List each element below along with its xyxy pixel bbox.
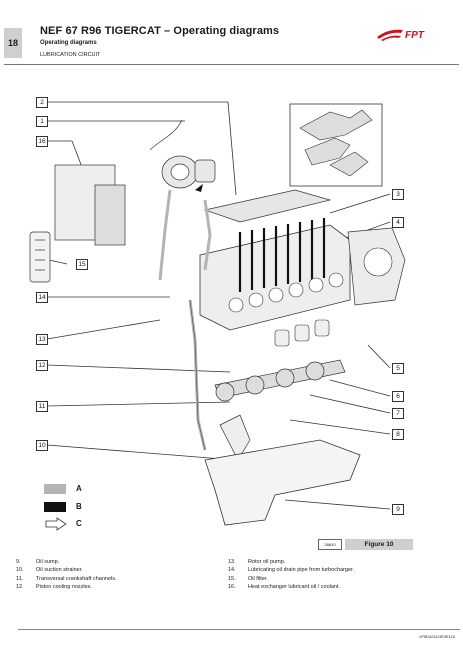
- callout-15: 15: [76, 259, 88, 270]
- figure-label: Figure 10: [345, 539, 413, 550]
- section-title: LUBRICATION CIRCUIT: [40, 52, 101, 58]
- note-text: Lubricating oil drain pipe from turbocha…: [248, 567, 355, 574]
- legend-arrow-icon: [45, 517, 67, 531]
- note-item: 16. Heat exchanger lubricant oil / coolan…: [228, 583, 354, 591]
- callout-5: 5: [392, 363, 404, 374]
- note-item: 11. Transversal crankshaft channels.: [16, 575, 117, 583]
- note-item: 14. Lubricating oil drain pipe from turbo…: [228, 566, 354, 574]
- note-number: 14.: [228, 567, 236, 574]
- callout-4: 4: [392, 217, 404, 228]
- legend-label-b: B: [76, 502, 82, 511]
- notes-right: 13. Rotor oil pump. 14. Lubricating oil dr…: [228, 558, 354, 591]
- note-item: 13. Rotor oil pump.: [228, 558, 354, 566]
- legend-swatch-b: [44, 502, 66, 512]
- document-title: NEF 67 R96 TIGERCAT – Operating diagrams: [40, 25, 280, 37]
- legend-label-c: C: [76, 519, 82, 528]
- document-subtitle: Operating diagrams: [40, 40, 97, 46]
- note-text: Oil suction strainer.: [36, 567, 83, 574]
- note-number: 12.: [16, 583, 24, 590]
- figure-code: 28810: [318, 539, 342, 550]
- page-number: 18: [4, 28, 22, 58]
- callout-8: 8: [392, 429, 404, 440]
- footer-divider: [18, 629, 460, 630]
- note-item: 12. Piston cooling nozzles.: [16, 583, 117, 591]
- note-text: Heat exchanger lubricant oil / coolant.: [248, 583, 341, 590]
- note-number: 13.: [228, 559, 236, 565]
- note-number: 11.: [16, 575, 24, 582]
- footer-code: ×P5D3241OE0E116: [418, 634, 455, 639]
- note-text: Oil sump.: [36, 559, 60, 565]
- note-number: 16.: [228, 583, 236, 590]
- callout-1: 1: [36, 116, 48, 127]
- callout-7: 7: [392, 408, 404, 419]
- callout-13: 13: [36, 334, 48, 345]
- legend-label-a: A: [76, 484, 82, 493]
- fpt-logo: FPT: [377, 29, 425, 41]
- svg-text:FPT: FPT: [405, 30, 425, 41]
- notes-left: 9. Oil sump. 10. Oil suction strainer. 11.…: [16, 558, 117, 591]
- callout-2: 2: [36, 97, 48, 108]
- callout-12: 12: [36, 360, 48, 371]
- callout-3: 3: [392, 189, 404, 200]
- note-number: 10.: [16, 567, 24, 574]
- callout-16: 16: [36, 136, 48, 147]
- note-text: Rotor oil pump.: [248, 559, 286, 565]
- note-item: 15. Oil filter.: [228, 575, 354, 583]
- note-text: Transversal crankshaft channels.: [36, 575, 117, 582]
- callout-11: 11: [36, 401, 48, 412]
- note-item: 9. Oil sump.: [16, 558, 117, 566]
- callout-9: 9: [392, 504, 404, 515]
- callout-10: 10: [36, 440, 48, 451]
- note-item: 10. Oil suction strainer.: [16, 566, 117, 574]
- note-number: 9.: [16, 559, 21, 565]
- legend-swatch-a: [44, 484, 66, 494]
- note-text: Oil filter.: [248, 575, 268, 582]
- note-number: 15.: [228, 575, 236, 582]
- note-text: Piston cooling nozzles.: [36, 583, 92, 590]
- callout-6: 6: [392, 391, 404, 402]
- header-divider: [4, 64, 459, 65]
- callout-14: 14: [36, 292, 48, 303]
